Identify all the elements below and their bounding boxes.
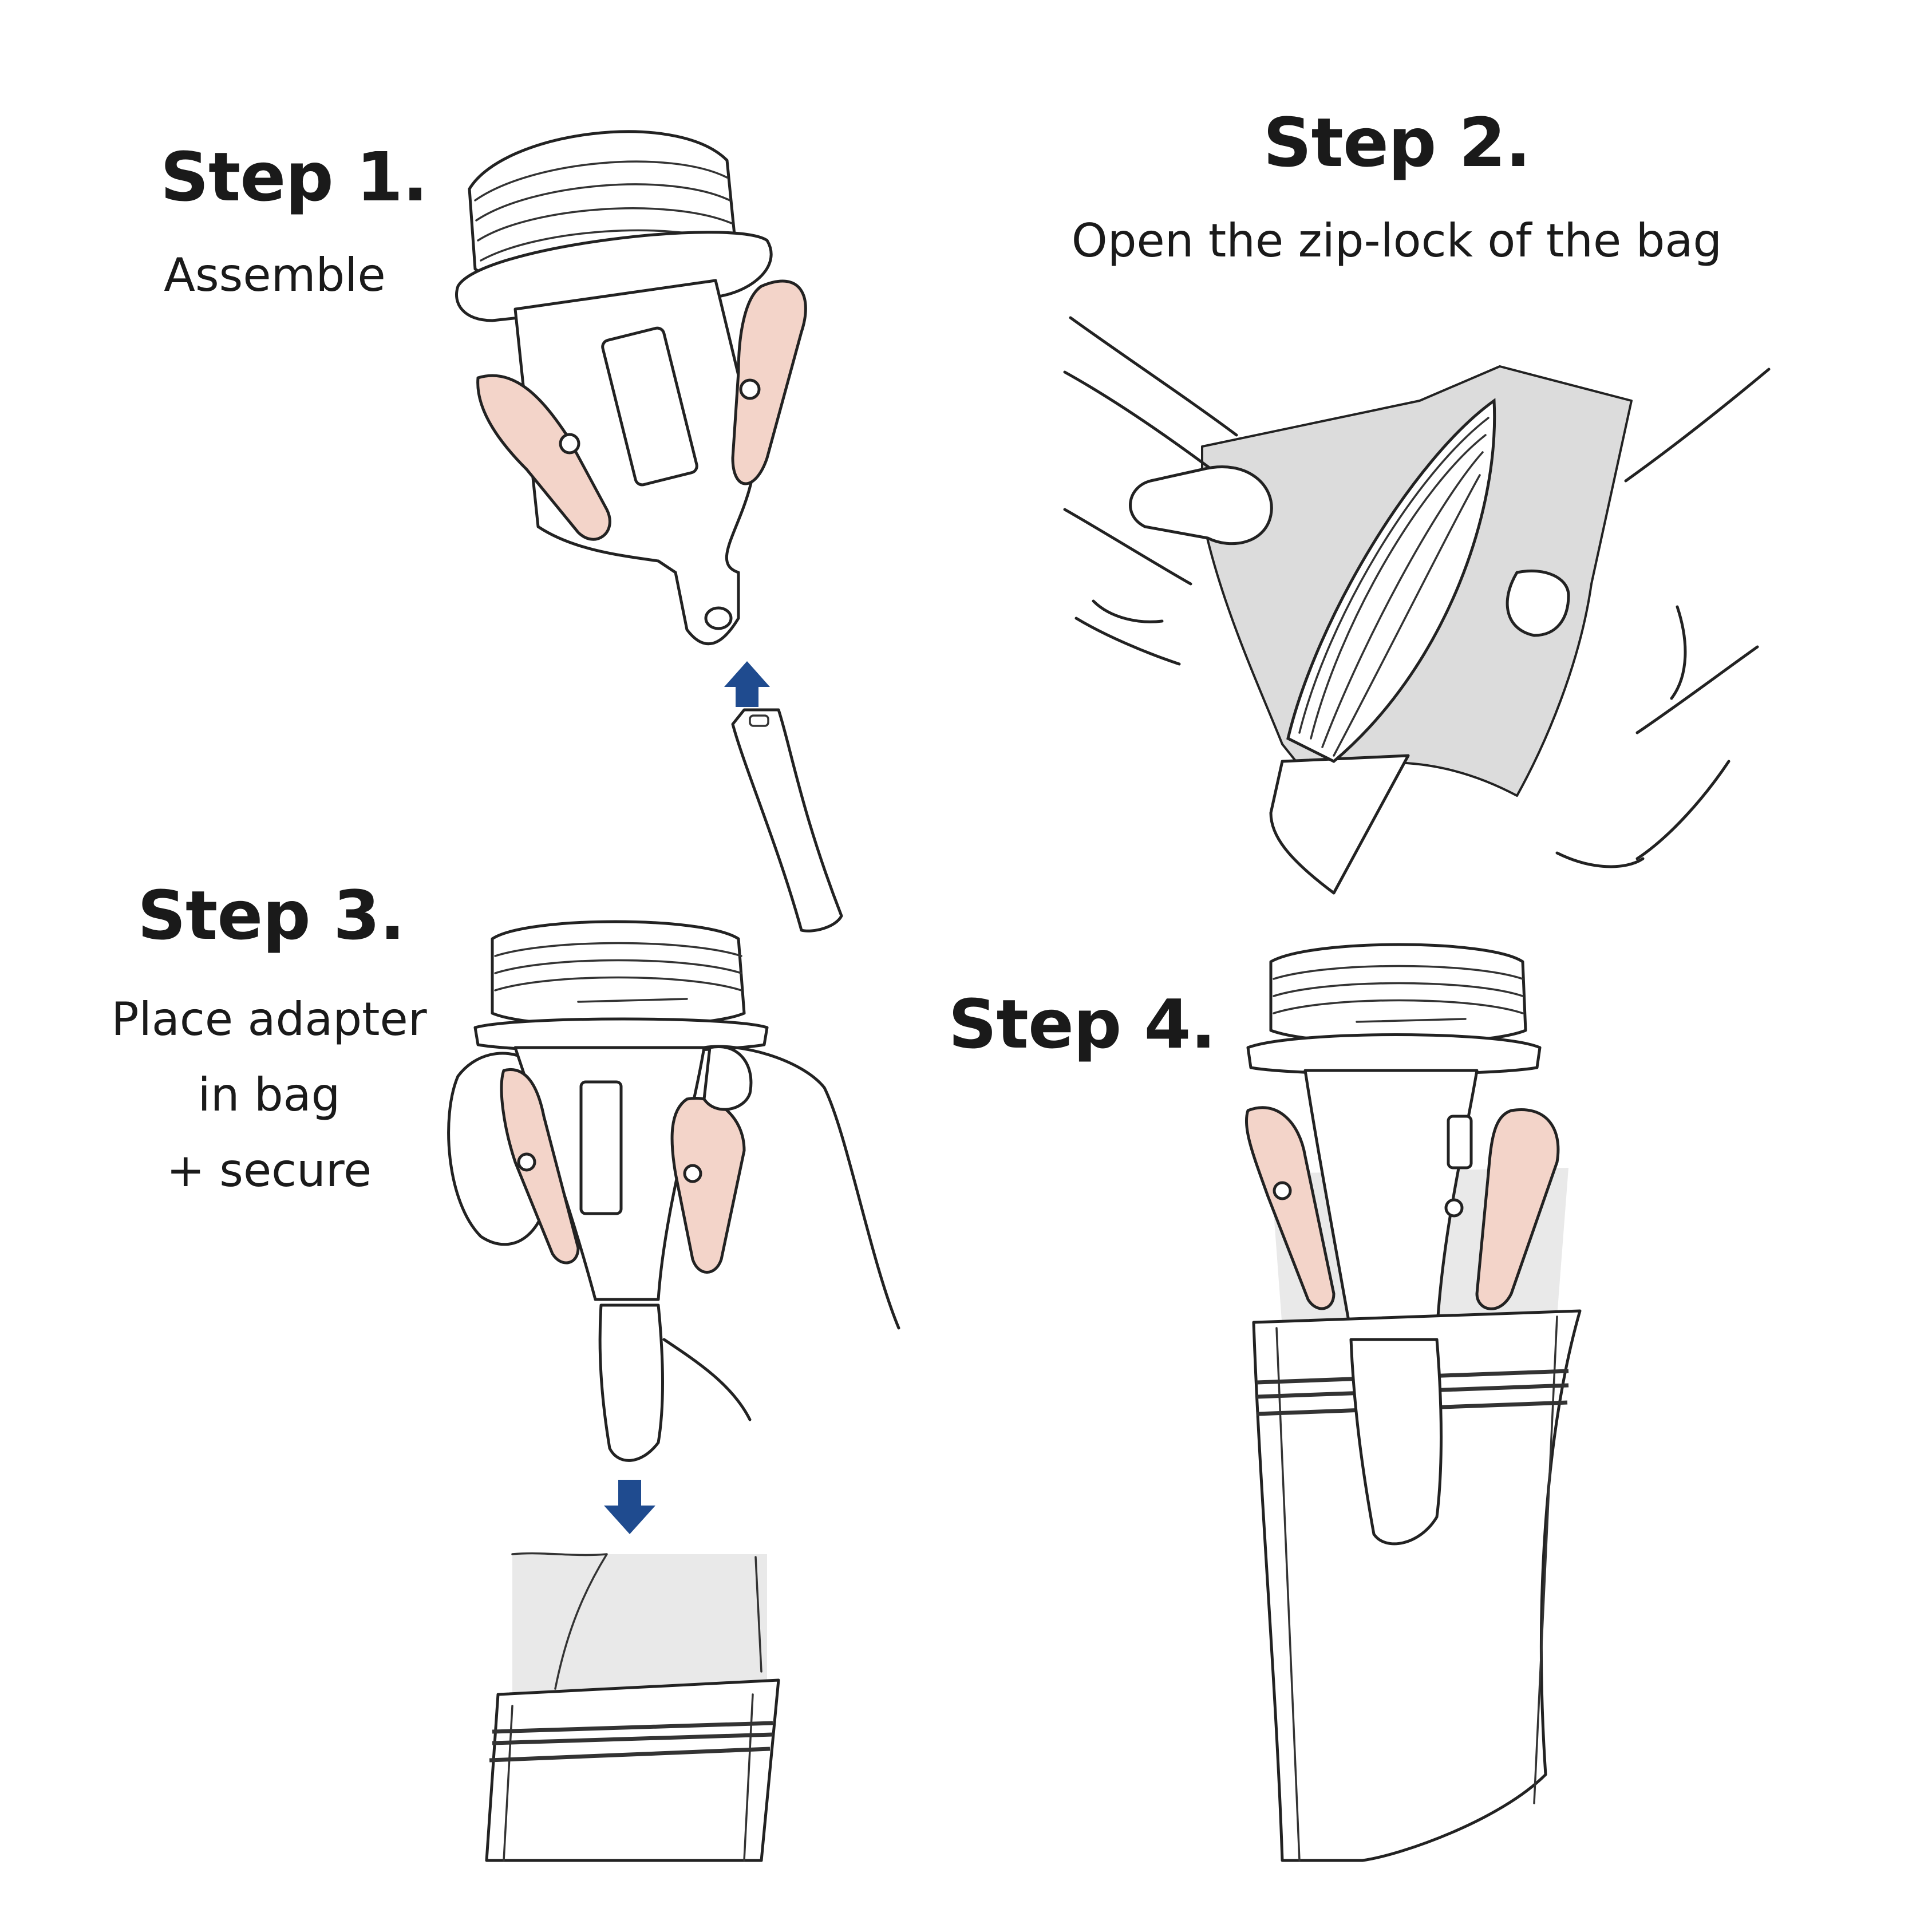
step2-caption: Open the zip-lock of the bag [1071,214,1722,267]
arrow-down-icon [604,1480,655,1534]
step4-adapter-in-bag-illustration [1244,943,1582,1862]
step2-hands-bag-illustration [1063,316,1771,895]
step1-title: Step 1. [160,137,428,216]
step3-place-adapter-illustration [447,920,900,1862]
step4-title: Step 4. [948,985,1216,1064]
arrow-up-icon [724,661,770,707]
step2-title: Step 2. [1263,103,1531,182]
step1-adapter-illustration [455,130,843,933]
step3-caption-line3: + secure [166,1144,372,1197]
step3-caption-line2: in bag [197,1068,341,1121]
step1-caption: Assemble [164,248,386,302]
step3-caption-line1: Place adapter [111,993,427,1046]
step3-title: Step 3. [137,876,405,955]
